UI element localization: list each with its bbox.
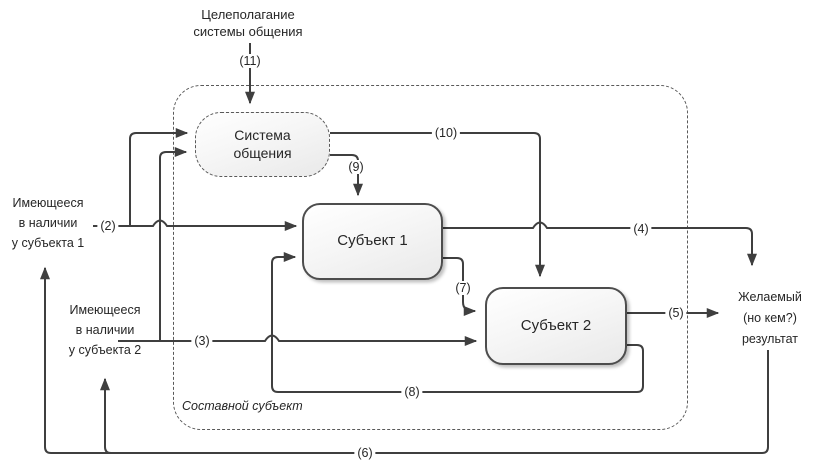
- edge-label-10: (10): [431, 126, 461, 140]
- node-communication-system-label: Система общения: [233, 127, 292, 161]
- edge-label-3: (3): [191, 334, 213, 348]
- node-communication-system: Система общения: [195, 112, 330, 177]
- edge-6-line: [40, 266, 769, 454]
- edge-label-8: (8): [401, 385, 423, 399]
- edge-label-2: (2): [97, 219, 119, 233]
- edge-3-branch-line: [159, 147, 188, 341]
- edge-label-4: (4): [630, 222, 652, 236]
- available-subject1-label: Имеющееся в наличии у субъекта 1: [11, 196, 85, 250]
- goal-setting-label: Целеполагание системы общения: [193, 7, 303, 39]
- edge-label-7: (7): [452, 281, 474, 295]
- edge-3-line: [118, 334, 478, 346]
- edge-2-branch-line: [129, 128, 189, 226]
- edge-label-5: (5): [665, 306, 687, 320]
- edge-4-line: [443, 221, 757, 267]
- edge-10-line: [330, 132, 545, 278]
- composite-subject-caption: Составной субъект: [182, 399, 303, 413]
- available-subject2-label: Имеющееся в наличии у субъекта 2: [68, 303, 142, 357]
- edge-2-line: [93, 219, 298, 231]
- composite-subject-container: [173, 85, 688, 430]
- node-subject-2: Субъект 2: [485, 287, 627, 365]
- node-subject-1: Субъект 1: [302, 203, 443, 280]
- desired-result-label: Желаемый (но кем?) результат: [738, 290, 802, 346]
- node-subject-1-label: Субъект 1: [337, 232, 408, 250]
- edge-8-line: [271, 252, 644, 393]
- edge-label-6: (6): [354, 446, 376, 460]
- node-subject-2-label: Субъект 2: [520, 316, 592, 334]
- edge-label-11: (11): [236, 54, 264, 68]
- edge-6-branch-line: [100, 377, 112, 454]
- edge-label-9: (9): [345, 160, 367, 174]
